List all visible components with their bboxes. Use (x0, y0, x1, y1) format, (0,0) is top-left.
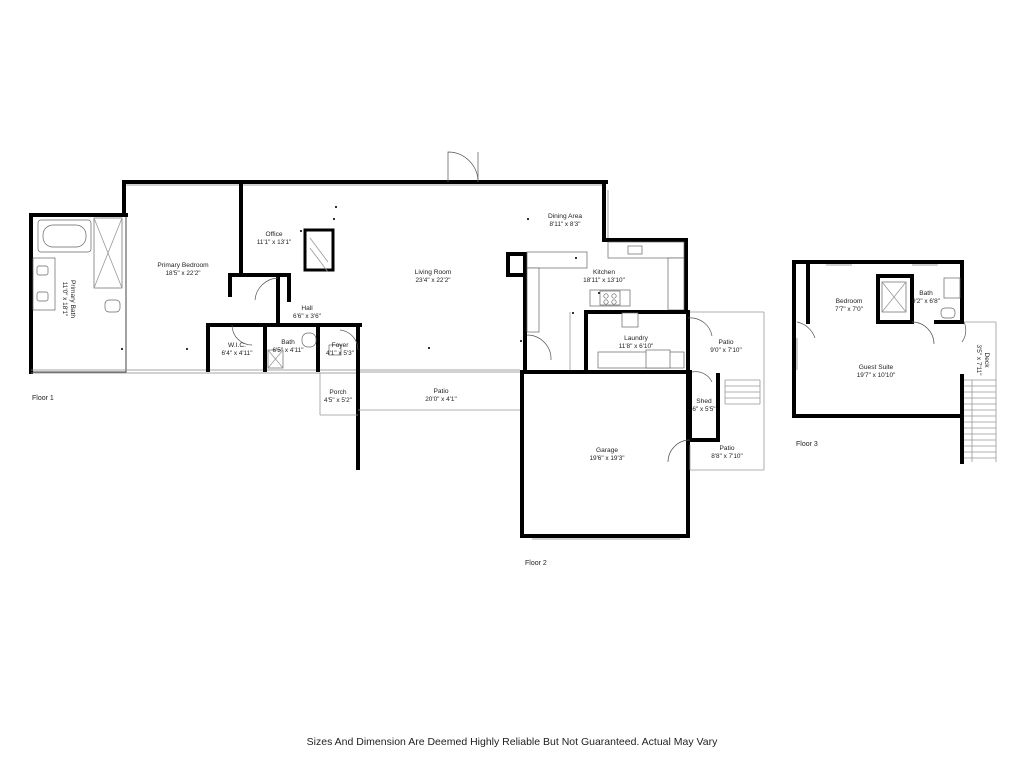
patio-right-name: Patio (718, 339, 733, 346)
porch-dims: 4'5" x 5'2" (324, 397, 352, 404)
kitchen-dims: 18'11" x 13'10" (583, 277, 625, 284)
deck-stairs (964, 379, 996, 462)
shed-name: Shed (696, 398, 712, 405)
bedroom-name: Bedroom (836, 298, 863, 305)
wic-name: W.I.C. (228, 342, 246, 349)
stairs (724, 379, 761, 405)
living-room-name: Living Room (415, 269, 452, 276)
laundry-dims: 11'8" x 6'10" (619, 343, 654, 350)
patio-main-name: Patio (433, 388, 448, 395)
front-door-swing (447, 151, 479, 183)
primary-bedroom-dims: 18'5" x 22'2" (165, 270, 200, 277)
patio-right-dims: 9'0" x 7'10" (710, 347, 742, 354)
fireplace (303, 228, 335, 272)
deck-name: Deck (983, 352, 990, 368)
washer-dryer (597, 351, 685, 369)
garage-outline (520, 370, 690, 538)
room-labels: Primary Bedroom 18'5" x 22'2" Office 11'… (61, 213, 743, 462)
toilet (104, 299, 121, 313)
stove (599, 290, 621, 306)
floor-3-plan: Bedroom 7'7" x 7'0" Bath 9'2" x 6'8" Gue… (792, 260, 997, 464)
porch-name: Porch (329, 389, 347, 396)
outlet-markers (121, 206, 600, 350)
kitchen-island (526, 251, 588, 269)
laundry-name: Laundry (624, 335, 649, 342)
disclaimer-text: Sizes And Dimension Are Deemed Highly Re… (306, 736, 718, 748)
hall-dims: 6'6" x 3'6" (293, 313, 321, 320)
deck-dims: 3'5" x 7'11" (975, 344, 982, 375)
garage-name: Garage (596, 447, 618, 454)
sink-small (301, 332, 317, 348)
patio-lower-name: Patio (719, 445, 734, 452)
floor-3-label: Floor 3 (796, 441, 818, 448)
hall-name: Hall (301, 305, 313, 312)
shed-dims: 6" x 5'5" (692, 406, 715, 413)
patio-lower-dims: 8'8" x 7'10" (711, 453, 743, 460)
dining-area-name: Dining Area (548, 213, 582, 220)
dining-area-dims: 8'11" x 8'3" (549, 221, 580, 228)
kitchen-name: Kitchen (593, 269, 615, 276)
floor-1-label: Floor 1 (32, 395, 54, 402)
main-plan-walls (29, 151, 765, 540)
patio-main-dims: 20'0" x 4'1" (425, 396, 457, 403)
garage-dims: 19'6" x 19'3" (589, 455, 624, 462)
guest-suite-dims: 19'7" x 10'10" (857, 372, 896, 379)
primary-bedroom-name: Primary Bedroom (157, 262, 209, 269)
bath-3-dims: 9'2" x 6'8" (912, 298, 940, 305)
primary-bath-name: Primary Bath (69, 280, 76, 318)
bath-1-dims: 6'5" x 4'11" (272, 347, 303, 354)
bedroom-dims: 7'7" x 7'0" (835, 306, 863, 313)
foyer-name: Foyer (332, 342, 350, 349)
living-room-dims: 23'4" x 22'2" (415, 277, 450, 284)
floor-2-label: Floor 2 (525, 560, 547, 567)
bath-3-name: Bath (919, 290, 933, 297)
foyer-dims: 4'1" x 5'3" (326, 350, 354, 357)
wic-dims: 6'4" x 4'11" (221, 350, 252, 357)
guest-suite-name: Guest Suite (859, 364, 894, 371)
bath-1-name: Bath (281, 339, 295, 346)
kitchen-counter-top (607, 241, 685, 259)
office-dims: 11'1" x 13'1" (257, 239, 292, 246)
primary-bath-dims: 11'0" x 18'1" (61, 282, 68, 317)
office-name: Office (265, 231, 282, 238)
